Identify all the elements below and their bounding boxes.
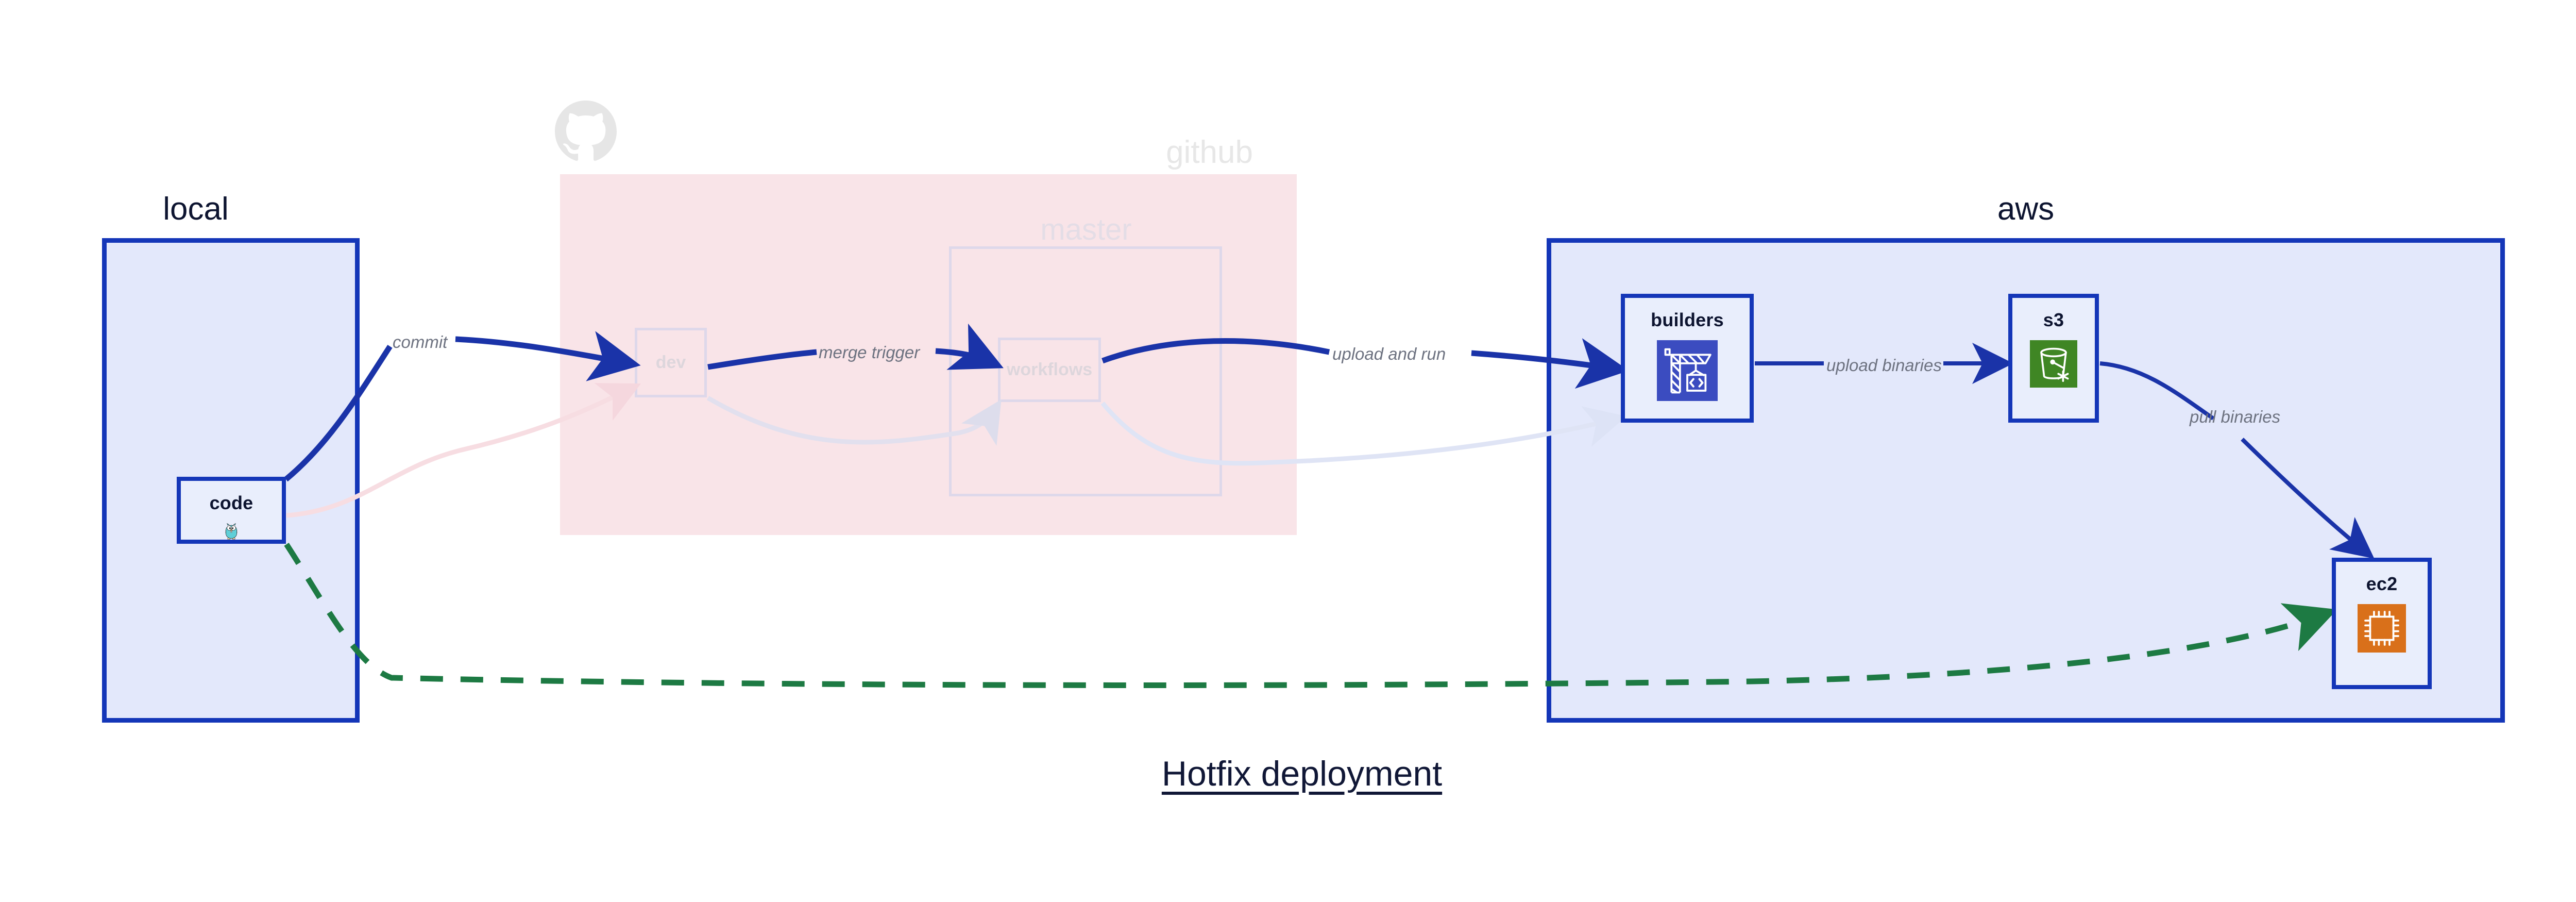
edge-label-upload-binaries: upload binaries	[1826, 356, 1942, 375]
node-ec2-label: ec2	[2366, 573, 2398, 594]
node-code-label: code	[209, 492, 253, 513]
group-github-label: github	[1166, 135, 1253, 170]
node-builders-label: builders	[1651, 309, 1724, 330]
node-builders[interactable]: builders	[1621, 294, 1754, 423]
crane-code-icon	[1657, 340, 1718, 401]
diagram-title: Hotfix deployment	[1161, 754, 1443, 793]
group-aws-label: aws	[1997, 191, 2055, 227]
node-dev[interactable]: dev	[635, 328, 707, 397]
s3-bucket-icon	[2030, 340, 2077, 388]
edge-label-upload-and-run: upload and run	[1332, 344, 1446, 363]
node-ec2[interactable]: ec2	[2332, 558, 2432, 689]
subgroup-master-label: master	[1040, 213, 1132, 246]
node-code[interactable]: code	[177, 477, 286, 544]
node-s3[interactable]: s3	[2008, 294, 2099, 423]
go-gopher-icon	[225, 523, 238, 540]
cpu-chip-icon	[2358, 604, 2406, 653]
edge-label-commit: commit	[393, 332, 448, 352]
node-s3-label: s3	[2043, 309, 2064, 330]
subgroup-master[interactable]	[949, 246, 1222, 496]
group-local-label: local	[163, 191, 229, 227]
edge-label-merge-trigger: merge trigger	[819, 343, 920, 362]
edge-label-pull-binaries: pull binaries	[2190, 407, 2281, 426]
github-octocat-icon	[555, 101, 617, 161]
node-dev-label: dev	[655, 353, 686, 372]
node-workflows-label: workflows	[1006, 360, 1093, 379]
node-workflows[interactable]: workflows	[998, 338, 1101, 402]
